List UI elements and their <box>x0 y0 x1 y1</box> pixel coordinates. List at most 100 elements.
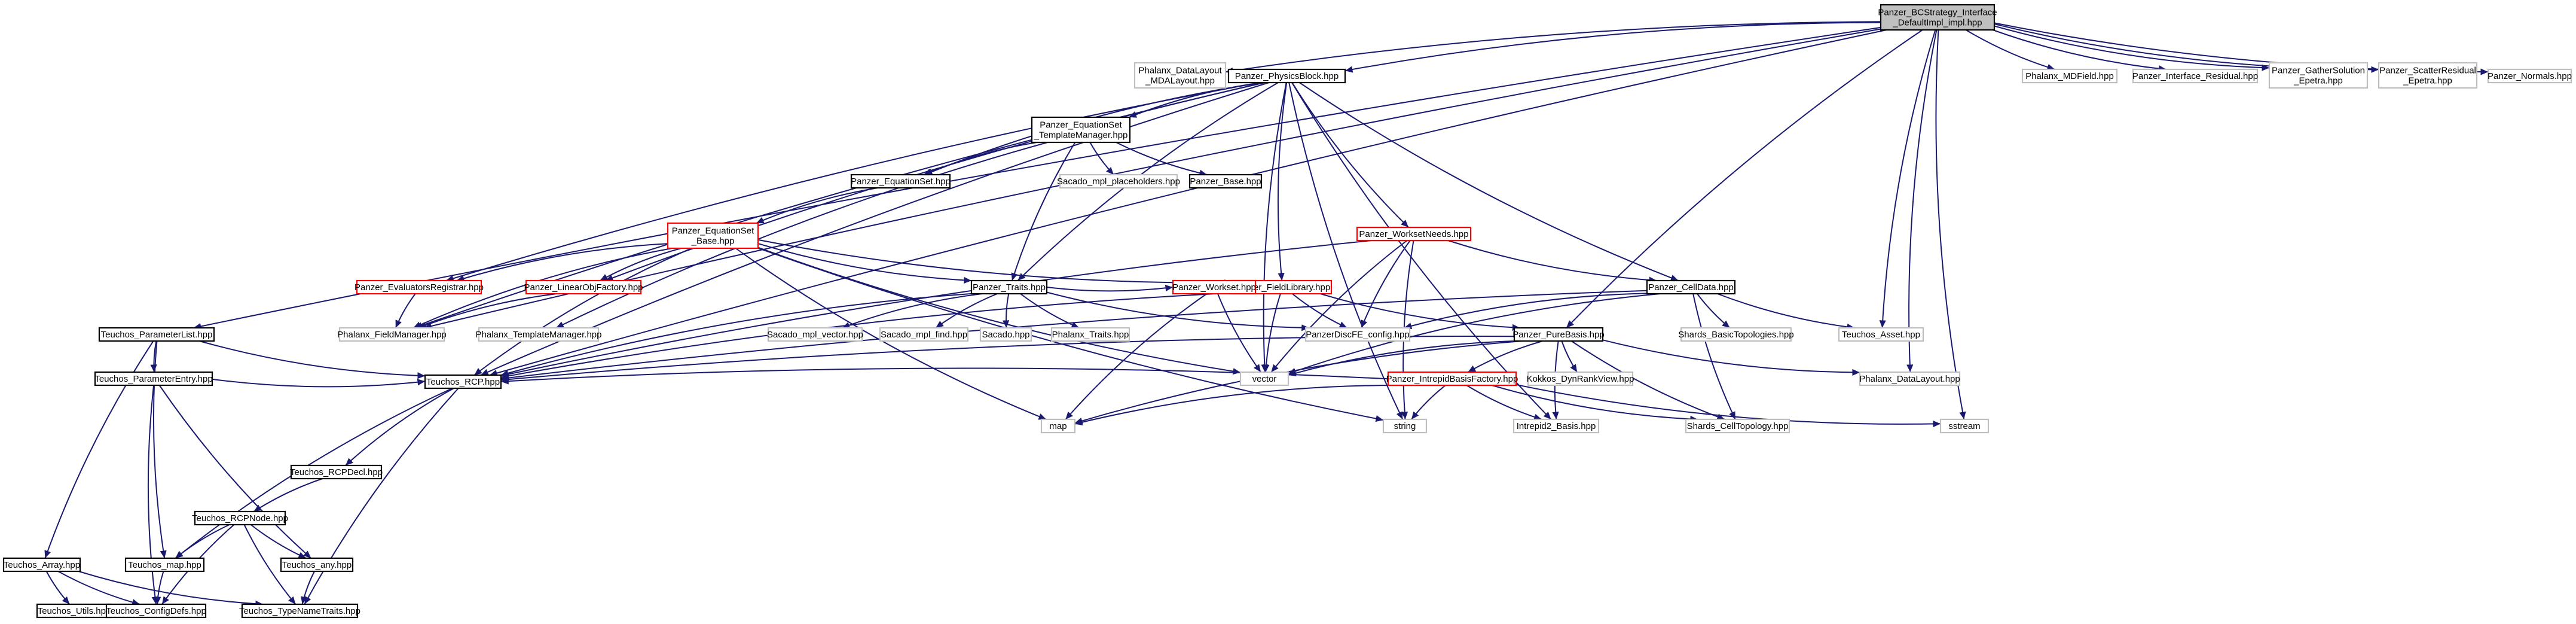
edge-celldata-to-rcp <box>500 290 1648 382</box>
node-fecfg[interactable]: PanzerDiscFE_config.hpp <box>1304 327 1411 342</box>
edge-fieldlib-to-fecfg <box>1292 293 1347 328</box>
node-lof[interactable]: Panzer_LinearObjFactory.hpp <box>524 279 643 295</box>
node-workset[interactable]: Panzer_Workset.hpp <box>1172 279 1257 295</box>
edge-traits-to-workset <box>1046 284 1174 292</box>
node-sacvec[interactable]: Sacado_mpl_vector.hpp <box>767 327 863 342</box>
node-map[interactable]: map <box>1040 418 1076 434</box>
node-celldata[interactable]: Panzer_CellData.hpp <box>1646 279 1736 295</box>
node-label: Teuchos_ConfigDefs.hpp <box>106 606 206 616</box>
node-string[interactable]: string <box>1382 418 1428 434</box>
node-label: Teuchos_Utils.hpp <box>38 606 111 616</box>
node-phtraits[interactable]: Phalanx_Traits.hpp <box>1050 327 1130 342</box>
node-box <box>970 279 1048 295</box>
node-intrepid[interactable]: Intrepid2_Basis.hpp <box>1512 418 1600 434</box>
edge-physblock-to-intrepid <box>1291 82 1552 420</box>
node-tnt[interactable]: Teuchos_TypeNameTraits.hpp <box>239 603 360 619</box>
node-label: Sacado_mpl_placeholders.hpp <box>1057 176 1180 187</box>
edge-purebasis-to-vector <box>1288 340 1515 377</box>
edge-workset-to-map <box>1065 293 1208 420</box>
node-box <box>1040 418 1076 434</box>
node-wsneeds[interactable]: Panzer_WorksetNeeds.hpp <box>1356 226 1472 242</box>
node-pentry[interactable]: Teuchos_ParameterEntry.hpp <box>94 371 213 386</box>
node-cfgdefs[interactable]: Teuchos_ConfigDefs.hpp <box>105 603 207 619</box>
edge-rcp-to-rcpdecl <box>345 388 454 466</box>
node-label: Teuchos_RCPDecl.hpp <box>290 467 383 477</box>
edge-purebasis-to-phdl <box>1602 339 1860 376</box>
node-rcpnode[interactable]: Teuchos_RCPNode.hpp <box>192 510 288 526</box>
node-asset[interactable]: Teuchos_Asset.hpp <box>1838 327 1924 342</box>
edge-rcpnode-to-tany <box>250 524 307 559</box>
node-box <box>1387 371 1517 386</box>
edge-root-to-purebasis <box>1566 29 1923 328</box>
node-ifres[interactable]: Panzer_Interface_Residual.hpp <box>2132 68 2259 84</box>
edge-tarray-to-tnt <box>78 571 263 607</box>
node-sacado[interactable]: Sacado.hpp <box>979 327 1032 342</box>
edge-rcpdecl-to-rcpnode <box>253 478 323 512</box>
node-fmgr[interactable]: Phalanx_FieldManager.hpp <box>337 327 447 342</box>
edge-ibf-to-shcell <box>1492 385 1698 423</box>
node-evalreg[interactable]: Panzer_EvaluatorsRegistrar.hpp <box>355 279 484 295</box>
edge-celldata-to-shcell <box>1692 293 1736 420</box>
node-traits[interactable]: Panzer_Traits.hpp <box>970 279 1048 295</box>
node-plist[interactable]: Teuchos_ParameterList.hpp <box>98 327 215 342</box>
node-tmap[interactable]: Teuchos_map.hpp <box>124 557 205 573</box>
edge-celldata-to-fecfg <box>1404 293 1648 330</box>
node-tmgr[interactable]: Phalanx_TemplateManager.hpp <box>476 327 602 342</box>
node-eqset[interactable]: Panzer_EquationSet.hpp <box>850 173 951 189</box>
edge-rcpnode-to-tnt <box>243 524 297 605</box>
edge-root-to-phdl <box>1906 29 1938 373</box>
node-normals[interactable]: Panzer_Normals.hpp <box>2487 68 2572 84</box>
node-label: _Epetra.hpp <box>2403 76 2452 86</box>
edge-traits-to-sacfind <box>935 293 998 328</box>
node-eqbase[interactable]: Panzer_EquationSet_Base.hpp <box>667 222 759 249</box>
node-eqstm[interactable]: Panzer_EquationSet_TemplateManager.hpp <box>1031 116 1131 144</box>
node-label: Kokkos_DynRankView.hpp <box>1527 374 1634 384</box>
node-gather[interactable]: Panzer_GatherSolution_Epetra.hpp <box>2268 62 2369 89</box>
edge-eqstm-to-traits <box>1011 142 1076 281</box>
edge-fieldlib-to-vector <box>1263 293 1281 373</box>
node-physblock[interactable]: Panzer_PhysicsBlock.hpp <box>1227 68 1346 84</box>
edge-root-to-mdfield <box>1965 29 2055 71</box>
node-sstream[interactable]: sstream <box>1939 418 1990 434</box>
node-label: PanzerDiscFE_config.hpp <box>1306 330 1409 340</box>
node-box <box>94 371 213 386</box>
node-phdl[interactable]: Phalanx_DataLayout.hpp <box>1859 371 1961 386</box>
node-box <box>1513 327 1604 342</box>
node-purebasis[interactable]: Panzer_PureBasis.hpp <box>1512 327 1605 342</box>
edge-traits-to-sacvec <box>842 293 982 328</box>
node-root[interactable]: Panzer_BCStrategy_Interface_DefaultImpl_… <box>1878 4 1997 31</box>
node-scatter[interactable]: Panzer_ScatterResidual_Epetra.hpp <box>2378 62 2478 89</box>
node-label: Teuchos_TypeNameTraits.hpp <box>239 606 360 616</box>
node-label: Panzer_Base.hpp <box>1190 176 1261 187</box>
node-dlmda[interactable]: Phalanx_DataLayout_MDALayout.hpp <box>1133 62 1227 89</box>
node-mdfield[interactable]: Phalanx_MDField.hpp <box>2021 68 2118 84</box>
node-tany[interactable]: Teuchos_any.hpp <box>280 557 354 573</box>
node-box <box>879 327 969 342</box>
node-ibf[interactable]: Panzer_IntrepidBasisFactory.hpp <box>1386 371 1518 386</box>
node-vector[interactable]: vector <box>1239 371 1289 386</box>
node-sacfind[interactable]: Sacado_mpl_find.hpp <box>879 327 969 342</box>
node-label: Teuchos_Asset.hpp <box>1842 330 1920 340</box>
node-sacph[interactable]: Sacado_mpl_placeholders.hpp <box>1057 173 1180 189</box>
node-label: Panzer_LinearObjFactory.hpp <box>524 282 643 293</box>
edge-traits-to-fecfg <box>1046 291 1309 331</box>
node-kokkos[interactable]: Kokkos_DynRankView.hpp <box>1527 371 1634 386</box>
node-rcp[interactable]: Teuchos_RCP.hpp <box>424 374 502 389</box>
edge-pentry-to-tany <box>158 385 311 559</box>
node-box <box>105 603 207 619</box>
node-box <box>1838 327 1924 342</box>
node-box <box>2268 62 2369 89</box>
edge-physblock-to-vector <box>1261 82 1287 373</box>
node-tarray[interactable]: Teuchos_Array.hpp <box>2 557 81 573</box>
node-utils[interactable]: Teuchos_Utils.hpp <box>36 603 112 619</box>
node-label: Panzer_EquationSet <box>672 226 754 236</box>
node-label: Panzer_CellData.hpp <box>1648 282 1734 293</box>
node-shcell[interactable]: Shards_CellTopology.hpp <box>1685 418 1790 434</box>
node-label: Panzer_EquationSet.hpp <box>851 176 951 187</box>
node-rcpdecl[interactable]: Teuchos_RCPDecl.hpp <box>290 464 383 480</box>
edge-eqstm-to-sacph <box>1089 142 1114 175</box>
node-base[interactable]: Panzer_Base.hpp <box>1188 173 1263 189</box>
node-shbasic[interactable]: Shards_BasicTopologies.hpp <box>1678 327 1794 342</box>
edge-wsneeds-to-rcp <box>500 240 1372 378</box>
node-box <box>1680 327 1792 342</box>
